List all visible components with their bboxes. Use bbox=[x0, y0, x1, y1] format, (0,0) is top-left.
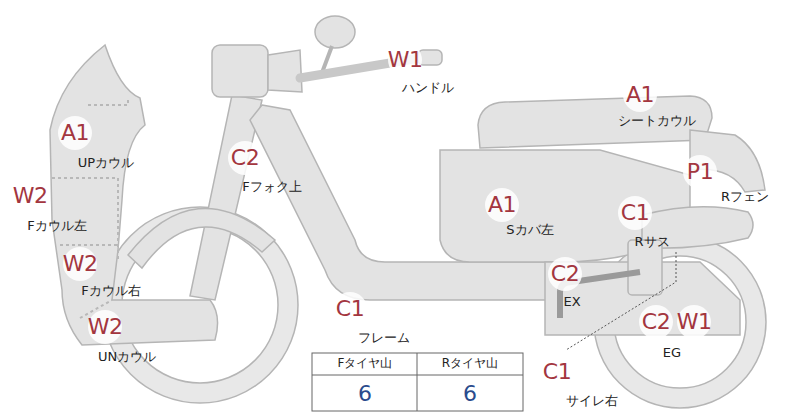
table-header: Fタイヤ山 bbox=[338, 357, 393, 370]
callout-code: C1 bbox=[621, 201, 649, 225]
callout-code: C1 bbox=[336, 297, 364, 321]
part-name: Fカウル左 bbox=[27, 219, 86, 233]
leader-line bbox=[566, 252, 676, 350]
callout-code: C2 bbox=[231, 146, 259, 170]
callout-halos bbox=[13, 43, 717, 389]
callout-halo bbox=[623, 78, 657, 112]
callout-code: W2 bbox=[88, 315, 123, 339]
part-name: シートカウル bbox=[618, 114, 696, 128]
callout-halo bbox=[88, 310, 122, 344]
callout-halo bbox=[683, 155, 717, 189]
front-fender bbox=[128, 208, 275, 268]
callout-halo bbox=[388, 43, 422, 77]
callout-halo bbox=[63, 247, 97, 281]
callout-halo bbox=[677, 305, 711, 339]
scooter-body bbox=[50, 16, 766, 408]
front-cowl bbox=[50, 45, 218, 345]
part-name: UNカウル bbox=[98, 350, 156, 364]
callout-code: A1 bbox=[61, 121, 89, 145]
part-name: フレーム bbox=[358, 331, 410, 345]
callout-halo bbox=[333, 292, 367, 326]
callout-code: W1 bbox=[677, 310, 712, 334]
callout-halo bbox=[618, 196, 652, 230]
callout-code: W2 bbox=[13, 184, 48, 208]
callout-halo bbox=[485, 188, 519, 222]
table-header: Rタイヤ山 bbox=[442, 357, 498, 370]
callout-code: W2 bbox=[63, 252, 98, 276]
callout-code: A1 bbox=[488, 193, 516, 217]
callout-code: A1 bbox=[626, 83, 654, 107]
front-fork bbox=[190, 95, 262, 300]
side-cover bbox=[440, 150, 690, 262]
tyre-table bbox=[312, 353, 523, 411]
divider bbox=[88, 100, 128, 105]
table-value: 6 bbox=[358, 382, 372, 406]
table-frame bbox=[312, 353, 523, 411]
callout-code: C1 bbox=[543, 360, 571, 384]
table-rule bbox=[417, 353, 418, 411]
mirror bbox=[315, 16, 355, 48]
part-name: ハンドル bbox=[402, 81, 454, 95]
callout-halo bbox=[540, 355, 574, 389]
callout-halo bbox=[13, 179, 47, 213]
seat bbox=[478, 96, 712, 148]
callout-code: C2 bbox=[551, 262, 579, 286]
callout-halo bbox=[639, 305, 673, 339]
part-name: Fフォク上 bbox=[242, 180, 301, 194]
table-value: 6 bbox=[463, 382, 477, 406]
callout-code: P1 bbox=[687, 160, 713, 184]
callout-halo bbox=[548, 257, 582, 291]
callout-code: W1 bbox=[388, 48, 423, 72]
headlight-housing bbox=[212, 45, 268, 97]
part-name: Fカウル右 bbox=[81, 284, 140, 298]
part-name: EG bbox=[663, 346, 681, 360]
part-name: Rサス bbox=[634, 235, 669, 249]
part-name: Rフェン bbox=[721, 190, 769, 204]
part-name: UPカウル bbox=[78, 156, 134, 170]
callout-halo bbox=[228, 141, 262, 175]
part-name: Sカバ左 bbox=[506, 223, 553, 237]
headlight bbox=[268, 50, 302, 92]
part-name: サイレ右 bbox=[566, 394, 618, 408]
callout-code: C2 bbox=[642, 310, 670, 334]
part-name: EX bbox=[563, 295, 580, 309]
divider bbox=[60, 244, 118, 246]
callout-halo bbox=[58, 116, 92, 150]
